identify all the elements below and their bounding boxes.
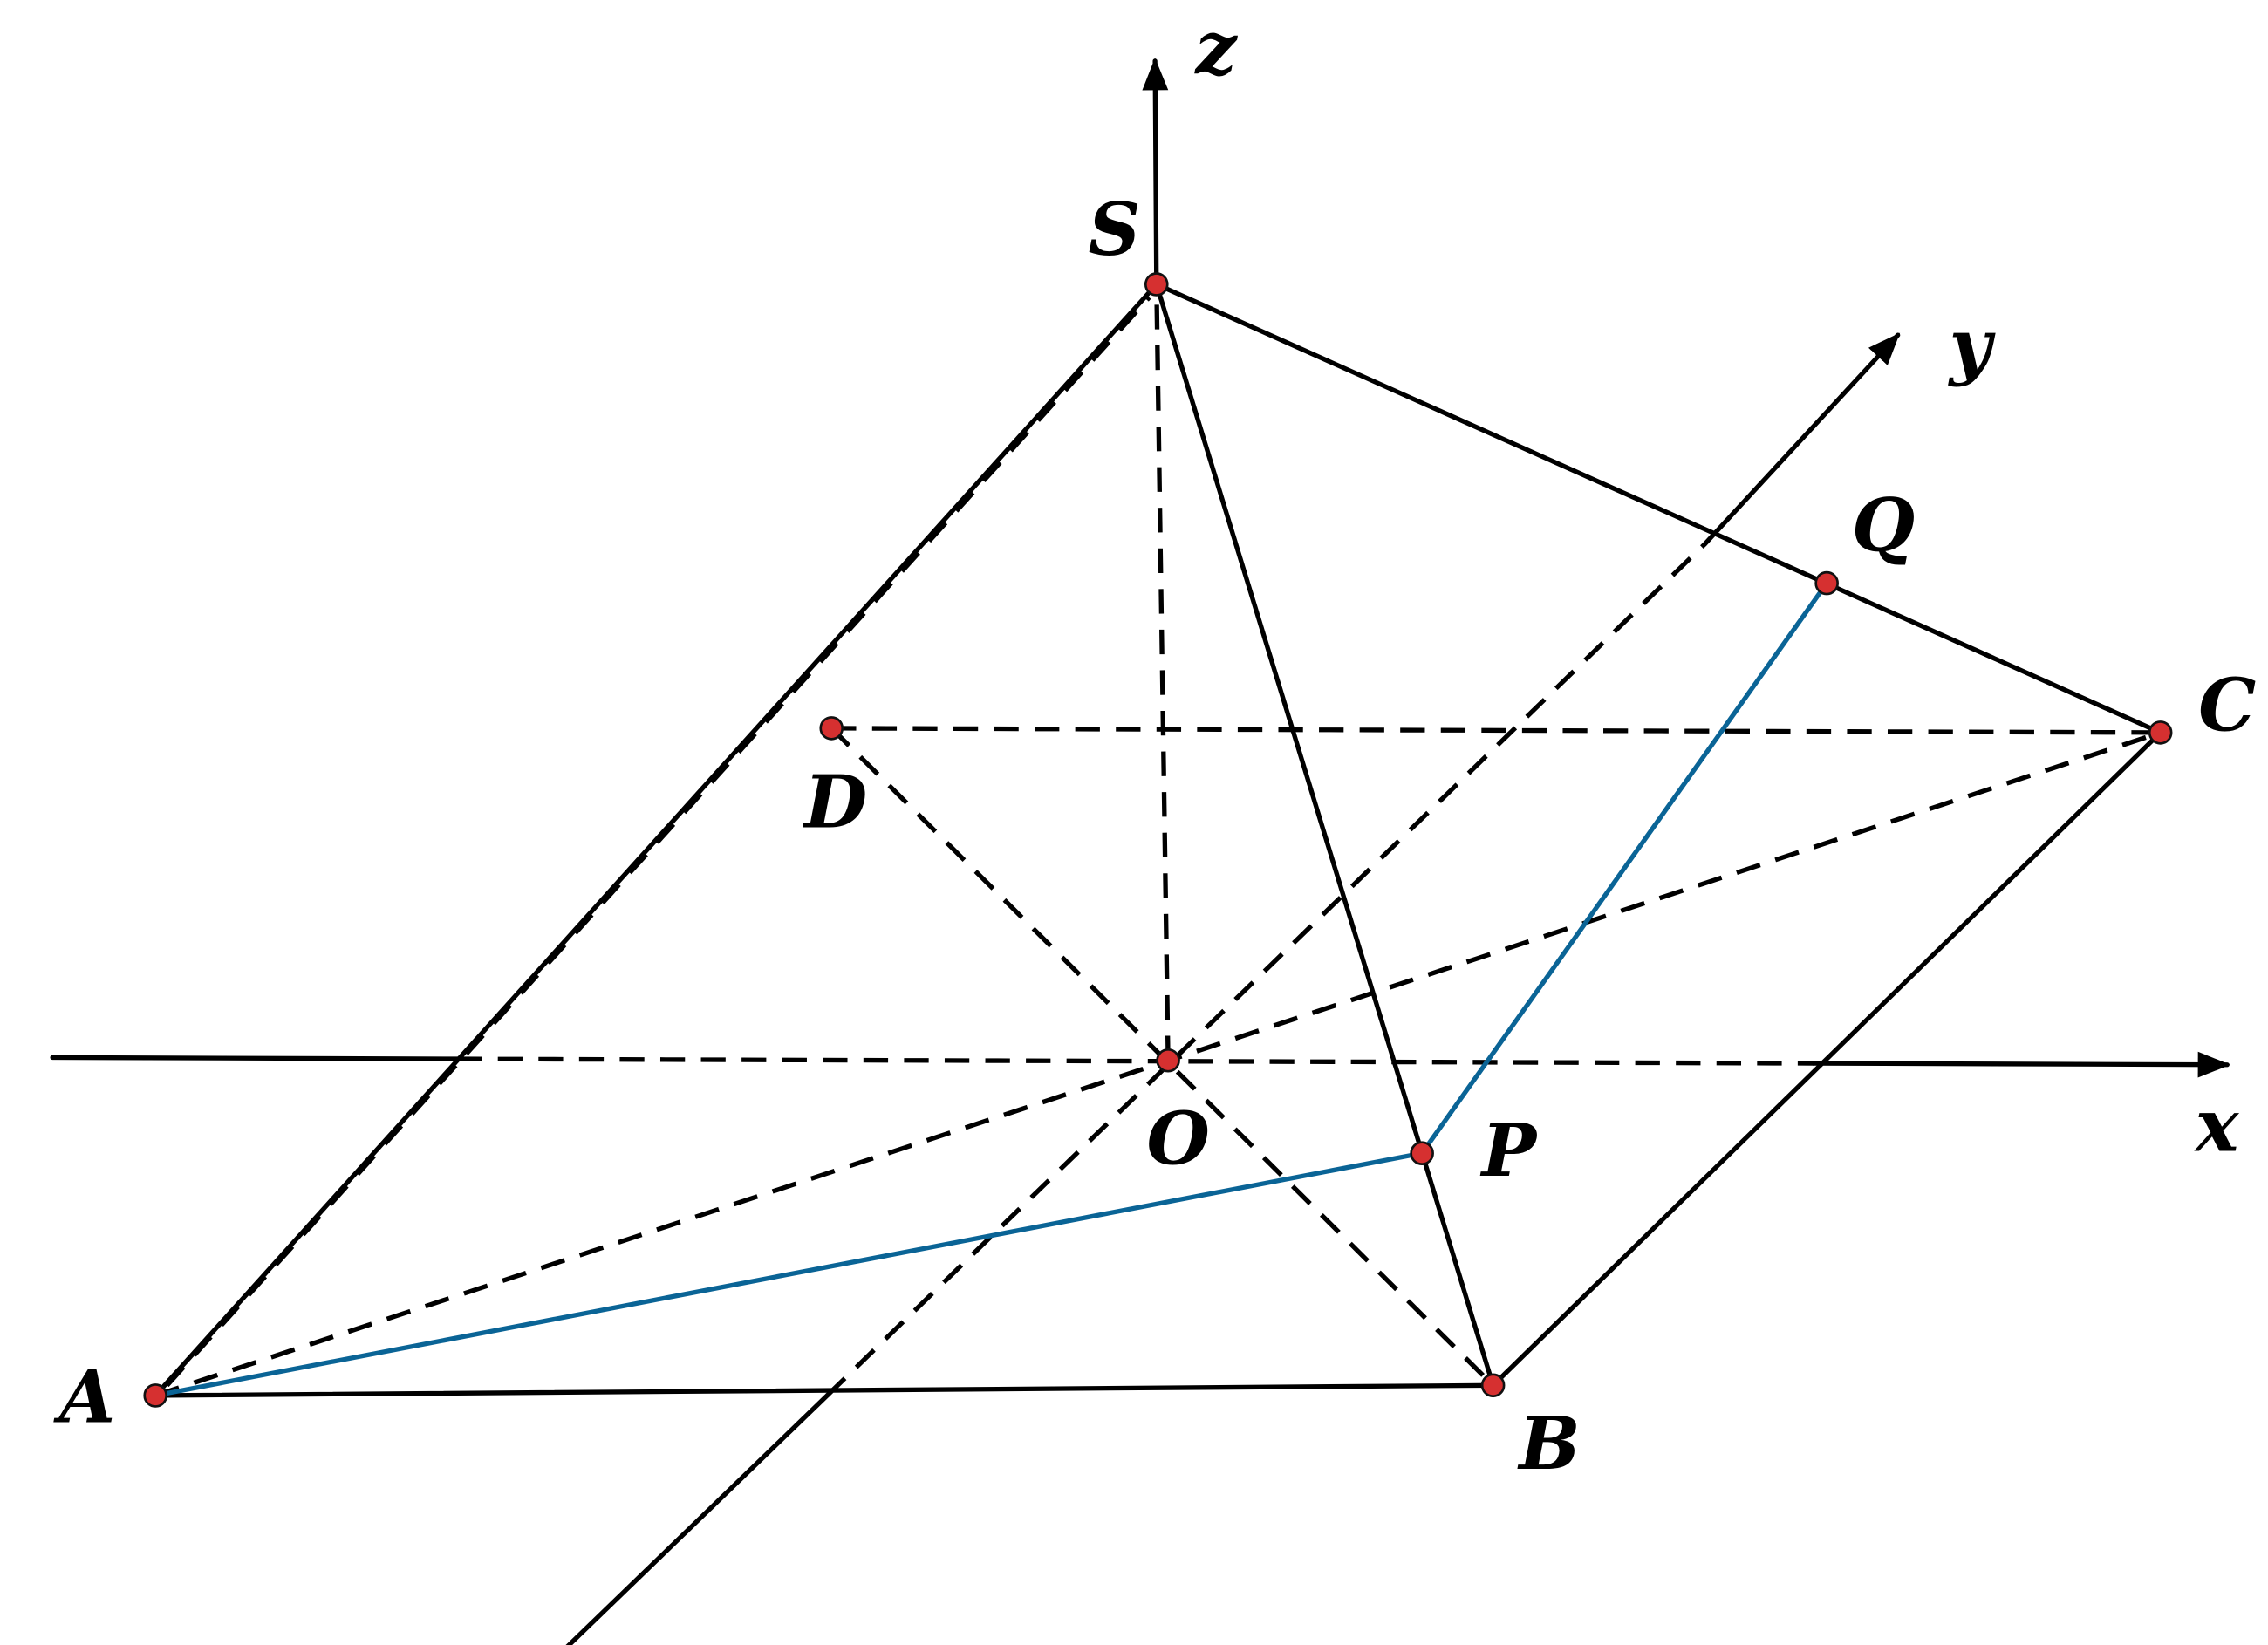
label-P: P: [1480, 1108, 1539, 1193]
point-P: [1410, 1141, 1434, 1165]
point-Q: [1814, 570, 1839, 596]
point-O: [1156, 1048, 1180, 1073]
point-D: [819, 716, 844, 741]
hidden-edges: [154, 296, 2162, 1398]
point-S: [1144, 272, 1169, 297]
label-B: B: [1517, 1401, 1580, 1486]
label-C: C: [2198, 662, 2256, 747]
point-A: [143, 1383, 168, 1408]
label-z: z: [1193, 5, 1238, 91]
label-x: x: [2194, 1083, 2240, 1169]
label-S: S: [1089, 187, 1141, 272]
label-Q: Q: [1852, 482, 1915, 568]
visible-edges: [153, 282, 2163, 1398]
point-B: [1480, 1373, 1506, 1398]
label-D: D: [803, 760, 867, 845]
z-axis: [1142, 58, 1171, 1061]
label-y: y: [1948, 303, 1997, 388]
points: [143, 272, 2173, 1408]
y-axis: [565, 332, 1901, 1645]
label-A: A: [53, 1355, 116, 1440]
segment-AP-PQ: [154, 582, 1829, 1398]
x-axis: [50, 1051, 2230, 1078]
point-C: [2148, 720, 2173, 745]
label-O: O: [1147, 1096, 1210, 1182]
